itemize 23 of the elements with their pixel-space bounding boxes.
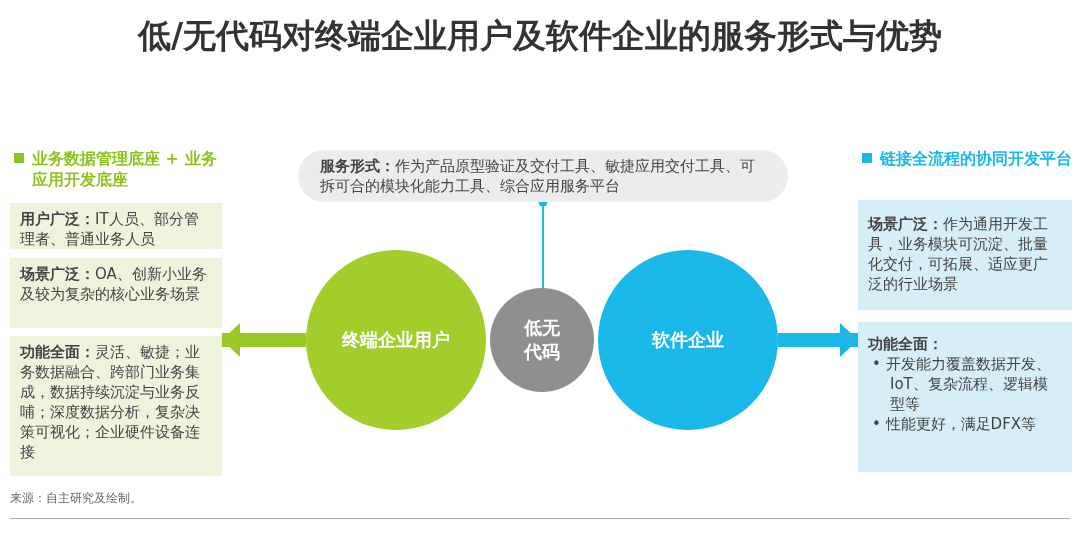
box-text: 用户广泛：IT人员、部分管理者、普通业务人员 [20, 210, 199, 248]
info-box [10, 258, 222, 328]
panel-heading: 链接全流程的协同开发平台 [880, 148, 1072, 169]
arrow [222, 323, 306, 357]
circle-label: 软件企业 [652, 328, 724, 352]
box-text: 功能全面：灵活、敏捷；业务数据融合、跨部门业务集成，数据持续沉淀与业务反哺；深度数据分析，复杂决策可视化；企业硬件设备连接 [20, 343, 200, 461]
info-box [10, 336, 222, 476]
panel-heading: 业务数据管理底座 + 业务应用开发底座 [32, 148, 218, 190]
arrow [778, 323, 858, 357]
info-box [858, 200, 1072, 310]
box-text: 场景广泛：OA、创新小业务及较为复杂的核心业务场景 [20, 265, 207, 303]
bullet-item: • 性能更好，满足DFX等 [871, 414, 1038, 434]
box-heading: 功能全面： [868, 334, 944, 354]
circle-label: 低无代码 [522, 316, 561, 364]
info-box [10, 203, 222, 249]
info-box [858, 322, 1072, 472]
info-box [298, 150, 788, 202]
box-text: 服务形式：作为产品原型验证及交付工具、敏捷应用交付工具、可拆可合的模块化能力工具、综合应用服务平台 [320, 157, 755, 195]
title: 低/无代码对终端企业用户及软件企业的服务形式与优势 [136, 15, 944, 57]
circle-label: 终端企业用户 [342, 328, 450, 352]
box-text: 场景广泛：作为通用开发工具，业务模块可沉淀、批量化交付，可拓展、适应更广泛的行业场景 [868, 215, 1048, 293]
source-note: 来源：自主研究及绘制。 [10, 490, 142, 507]
bullet-item: • 开发能力覆盖数据开发、IoT、复杂流程、逻辑模型等 [871, 354, 1052, 414]
